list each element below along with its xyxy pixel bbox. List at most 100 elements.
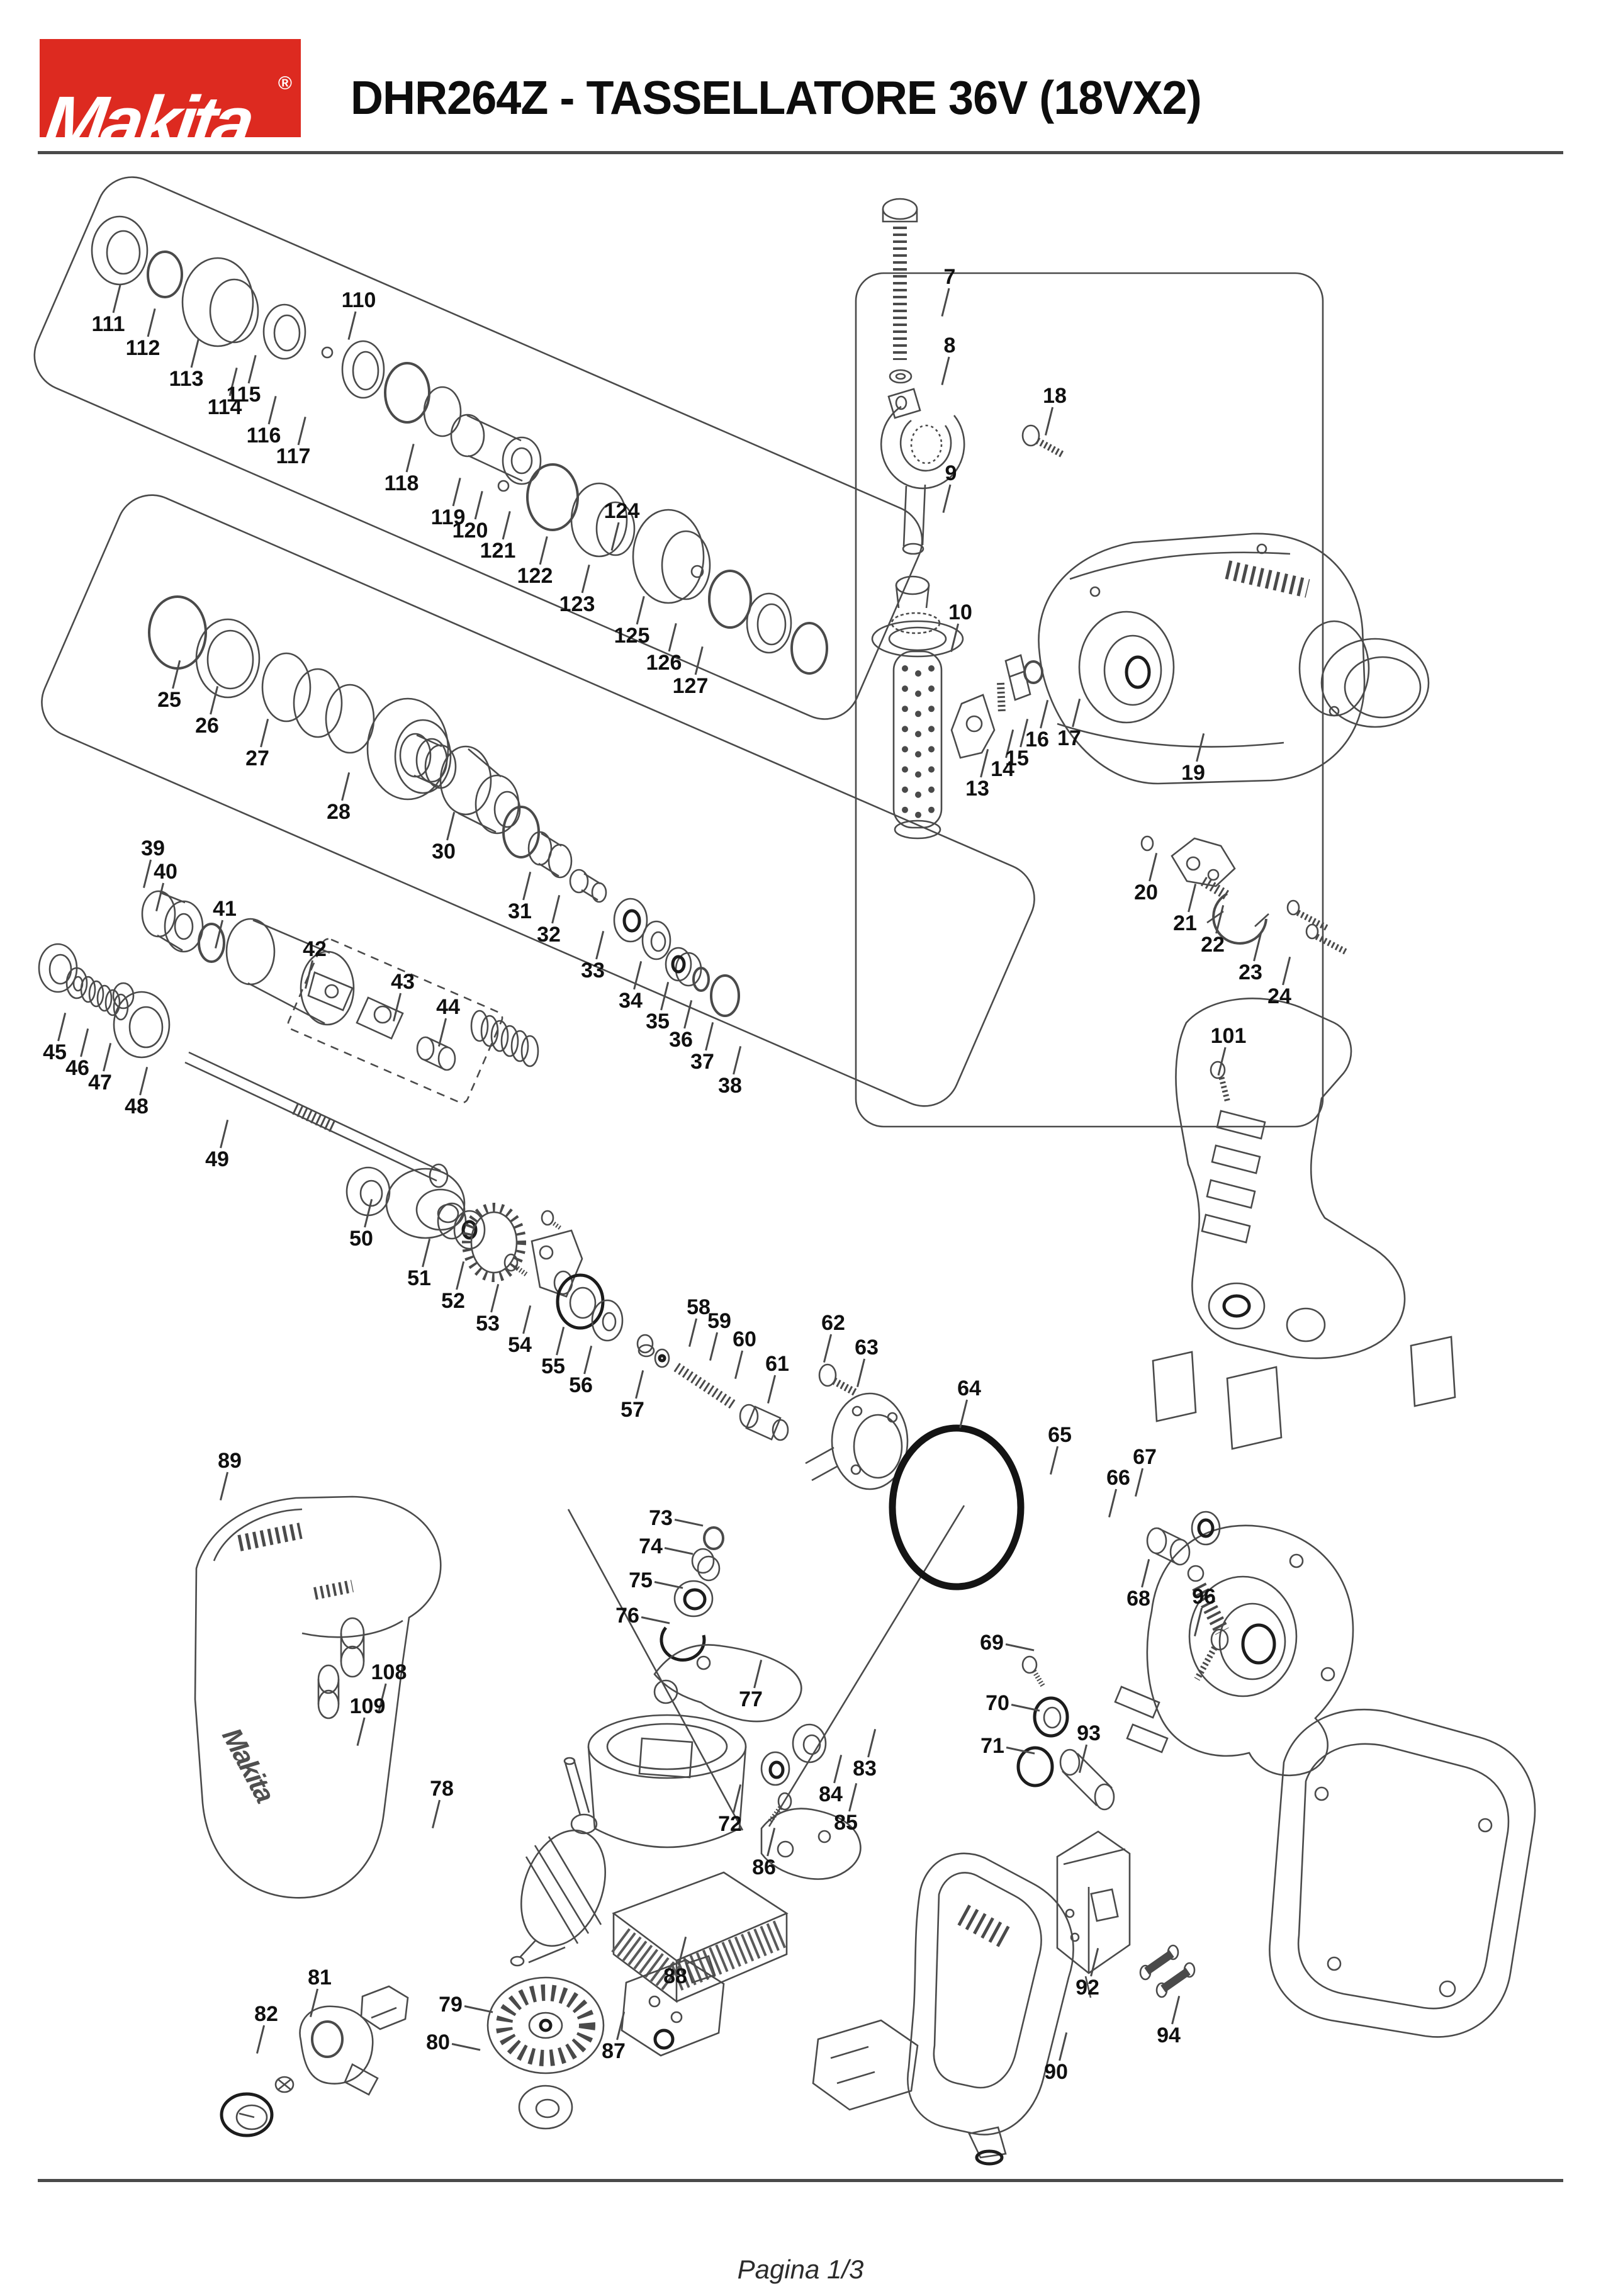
part-label-115: 115 <box>226 383 261 407</box>
part-label-63: 63 <box>855 1336 879 1359</box>
part-label-53: 53 <box>476 1312 500 1336</box>
part-label-46: 46 <box>65 1056 89 1080</box>
part-label-74: 74 <box>639 1534 663 1558</box>
part-label-110: 110 <box>341 288 376 312</box>
part-label-60: 60 <box>733 1327 756 1351</box>
part-label-52: 52 <box>441 1289 465 1313</box>
part-label-118: 118 <box>384 471 419 495</box>
part-label-65: 65 <box>1048 1423 1072 1447</box>
part-label-41: 41 <box>213 897 237 921</box>
part-label-124: 124 <box>604 499 640 523</box>
part-label-116: 116 <box>246 424 281 447</box>
part-label-30: 30 <box>432 840 456 864</box>
part-label-27: 27 <box>245 746 269 770</box>
impact-bolt-parts <box>636 1334 1025 1590</box>
part-label-37: 37 <box>690 1050 714 1074</box>
part-label-88: 88 <box>663 1964 687 1988</box>
part-label-57: 57 <box>621 1398 644 1422</box>
part-label-82: 82 <box>254 2002 278 2026</box>
part-label-49: 49 <box>205 1147 229 1171</box>
part-label-45: 45 <box>43 1040 67 1064</box>
part-label-126: 126 <box>646 651 682 675</box>
motor-housing <box>1038 532 1430 785</box>
part-label-73: 73 <box>649 1506 673 1530</box>
part-label-43: 43 <box>391 970 415 994</box>
part-label-31: 31 <box>508 899 532 923</box>
part-label-56: 56 <box>569 1373 593 1397</box>
footer-rule <box>38 2179 1563 2182</box>
part-label-7: 7 <box>943 265 956 289</box>
part-label-35: 35 <box>646 1010 670 1033</box>
part-label-92: 92 <box>1076 1976 1099 2000</box>
part-label-20: 20 <box>1134 881 1158 904</box>
part-label-77: 77 <box>739 1687 763 1711</box>
part-label-89: 89 <box>218 1449 242 1473</box>
part-label-64: 64 <box>957 1376 981 1400</box>
part-label-61: 61 <box>765 1352 789 1376</box>
part-label-96: 96 <box>1192 1585 1216 1609</box>
part-label-93: 93 <box>1077 1721 1101 1745</box>
group-boxes <box>33 176 1324 1831</box>
part-label-36: 36 <box>669 1028 693 1052</box>
part-label-85: 85 <box>834 1811 858 1835</box>
page-title: DHR264Z - TASSELLATORE 36V (18VX2) <box>351 71 1202 124</box>
part-label-108: 108 <box>371 1660 407 1684</box>
part-label-55: 55 <box>541 1354 565 1378</box>
part-label-18: 18 <box>1043 384 1067 408</box>
part-label-120: 120 <box>452 519 488 543</box>
part-label-38: 38 <box>718 1074 742 1098</box>
part-label-111: 111 <box>91 312 125 336</box>
part-label-127: 127 <box>672 674 709 698</box>
part-label-109: 109 <box>349 1694 386 1718</box>
part-label-33: 33 <box>581 959 605 982</box>
part-label-22: 22 <box>1201 933 1225 957</box>
part-label-81: 81 <box>308 1966 332 1989</box>
part-label-59: 59 <box>707 1309 731 1333</box>
part-label-8: 8 <box>943 334 956 357</box>
part-label-62: 62 <box>821 1311 845 1335</box>
part-label-51: 51 <box>407 1266 431 1290</box>
part-label-86: 86 <box>752 1855 776 1879</box>
side-handle-assembly <box>871 198 1064 840</box>
part-label-47: 47 <box>88 1071 112 1095</box>
part-label-112: 112 <box>125 336 160 360</box>
part-label-80: 80 <box>426 2030 450 2054</box>
part-label-75: 75 <box>629 1568 653 1592</box>
part-label-79: 79 <box>439 1993 463 2017</box>
part-label-9: 9 <box>945 461 957 485</box>
part-label-17: 17 <box>1057 726 1081 750</box>
registered-trademark-icon: ® <box>278 73 292 94</box>
part-label-101: 101 <box>1210 1024 1247 1048</box>
part-label-113: 113 <box>169 367 204 391</box>
part-label-78: 78 <box>430 1777 454 1801</box>
part-label-68: 68 <box>1126 1587 1150 1611</box>
part-label-32: 32 <box>537 923 561 947</box>
part-label-71: 71 <box>980 1734 1004 1758</box>
part-label-84: 84 <box>819 1782 843 1806</box>
part-label-34: 34 <box>619 989 643 1013</box>
crank-housing-assembly <box>1140 835 1406 1359</box>
part-label-26: 26 <box>195 714 219 738</box>
part-label-58: 58 <box>687 1295 711 1319</box>
part-label-10: 10 <box>948 600 972 624</box>
spindle-assembly <box>38 733 740 1188</box>
part-label-125: 125 <box>614 624 650 648</box>
part-label-83: 83 <box>853 1757 877 1781</box>
part-label-39: 39 <box>141 836 165 860</box>
part-label-48: 48 <box>125 1095 149 1118</box>
part-label-25: 25 <box>157 688 181 712</box>
part-label-90: 90 <box>1044 2060 1068 2084</box>
part-label-19: 19 <box>1181 761 1205 785</box>
part-label-123: 123 <box>559 592 595 616</box>
part-label-121: 121 <box>480 539 516 563</box>
part-label-54: 54 <box>508 1333 532 1357</box>
part-label-24: 24 <box>1267 984 1291 1008</box>
part-label-50: 50 <box>349 1227 373 1251</box>
motor-internals <box>220 1526 919 2137</box>
part-label-13: 13 <box>965 777 989 801</box>
part-label-76: 76 <box>615 1604 639 1628</box>
makita-logo: Makita ® <box>39 39 301 164</box>
